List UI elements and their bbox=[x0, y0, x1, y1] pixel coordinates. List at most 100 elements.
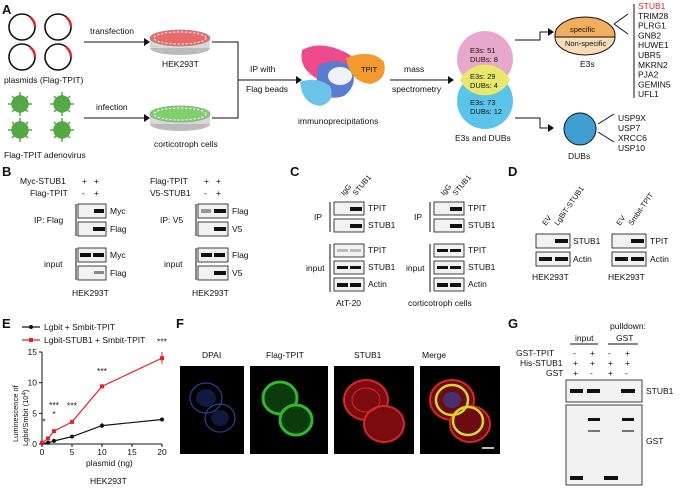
cell-label: HEK293T bbox=[608, 272, 645, 282]
band-label: Flag bbox=[232, 206, 249, 216]
band-label: TPIT bbox=[468, 245, 486, 255]
dub-item: USP7 bbox=[618, 123, 640, 133]
blot bbox=[77, 247, 107, 263]
transfection-label: transfection bbox=[90, 26, 134, 36]
e3-item: PJA2 bbox=[638, 70, 659, 80]
band-label: Actin bbox=[468, 279, 487, 289]
sig-mark: * bbox=[52, 409, 56, 419]
band-label: Myc bbox=[110, 206, 126, 216]
b-right-row1: Flag-TPIT bbox=[150, 176, 188, 186]
y-tick-label: 5 bbox=[32, 408, 37, 418]
f-title-dapi: DPAI bbox=[202, 350, 221, 360]
data-point bbox=[52, 438, 56, 443]
band-label: V5 bbox=[232, 224, 243, 234]
sign: + bbox=[625, 348, 630, 358]
panel-f-label: F bbox=[176, 316, 184, 331]
cortico-dish-icon bbox=[149, 105, 211, 131]
f-title-stub1: STUB1 bbox=[354, 350, 382, 360]
sig-mark: *** bbox=[157, 337, 168, 347]
venn-mid-e3: E3s: 29 bbox=[470, 72, 495, 81]
pulldown-label: pulldown: bbox=[610, 321, 646, 331]
blot bbox=[333, 201, 365, 216]
sign: - bbox=[608, 348, 611, 358]
ylabel-1: Luminescence of bbox=[11, 384, 20, 442]
hek-dish-icon bbox=[149, 29, 211, 55]
e3-item: GNB2 bbox=[638, 30, 661, 40]
hek-label: HEK293T bbox=[162, 59, 199, 69]
venn-diagram bbox=[457, 31, 513, 129]
ip-product-label: immunoprecipitations bbox=[298, 116, 378, 126]
e3-specific: specific bbox=[570, 25, 595, 34]
band-label: Myc bbox=[110, 250, 126, 260]
blot bbox=[197, 221, 229, 237]
legend-1: Lgbit + Smbit-TPIT bbox=[44, 322, 115, 332]
venn-top-dub: DUBs: 8 bbox=[470, 55, 498, 64]
e3-item: GEMIN5 bbox=[638, 79, 671, 89]
band-label: STUB1 bbox=[573, 236, 601, 246]
band-label: V5 bbox=[232, 268, 243, 278]
dubs-label: DUBs bbox=[568, 151, 590, 161]
legend-2: Lgbit-STUB1 + Smbit-TPIT bbox=[44, 335, 145, 345]
blot bbox=[77, 221, 107, 237]
c-right-input: input bbox=[406, 263, 425, 273]
blot bbox=[535, 233, 571, 249]
blot bbox=[333, 243, 365, 258]
d-right-construct: Smbit-TPIT bbox=[626, 191, 655, 228]
band-label: TPIT bbox=[368, 245, 386, 255]
sign: + bbox=[573, 358, 578, 368]
g-row-gst-tpit: GST-TPIT bbox=[516, 348, 554, 358]
data-point bbox=[46, 436, 50, 441]
c-right-ip: IP bbox=[414, 212, 422, 222]
b-right-input: input bbox=[164, 259, 183, 269]
sign: + bbox=[608, 358, 613, 368]
blot bbox=[333, 218, 365, 233]
blot bbox=[433, 277, 465, 292]
sign: + bbox=[590, 348, 595, 358]
sign: - bbox=[573, 348, 576, 358]
panel-a: A plasmids (Flag-TPIT) transfection HEK2… bbox=[2, 1, 671, 161]
panel-b-label: B bbox=[2, 164, 11, 179]
band-label: TPIT bbox=[368, 203, 386, 213]
sig-mark: * bbox=[42, 416, 46, 426]
band-label: STUB1 bbox=[646, 386, 674, 396]
e-cell-label: HEK293T bbox=[90, 476, 127, 486]
ip-label-1: IP with bbox=[250, 64, 276, 74]
blot bbox=[433, 201, 465, 216]
panel-d-label: D bbox=[508, 164, 517, 179]
blot-gst bbox=[565, 404, 643, 486]
sign: - bbox=[204, 188, 207, 198]
x-tick-label: 10 bbox=[97, 447, 107, 457]
band-label: STUB1 bbox=[368, 262, 396, 272]
venn-bot-e3: E3s: 73 bbox=[470, 98, 495, 107]
e3-item: PLRG1 bbox=[638, 21, 666, 31]
b-right-row2: V5-STUB1 bbox=[150, 188, 191, 198]
dub-item: USP9X bbox=[618, 113, 646, 123]
y-tick-label: 10 bbox=[28, 378, 38, 388]
f-title-flag: Flag-TPIT bbox=[266, 350, 304, 360]
blot bbox=[77, 265, 107, 281]
panel-c-label: C bbox=[290, 164, 300, 179]
e3-item: TRIM28 bbox=[638, 11, 669, 21]
cell-label: HEK293T bbox=[192, 288, 229, 298]
sign: + bbox=[608, 368, 613, 378]
venn-top-e3: E3s: 51 bbox=[470, 46, 495, 55]
panel-b: B Myc-STUB1 Flag-TPIT + + - + IP: Flag M… bbox=[2, 164, 249, 298]
blot bbox=[333, 277, 365, 292]
virus-icon bbox=[8, 92, 74, 142]
b-left-row2: Flag-TPIT bbox=[30, 188, 68, 198]
x-tick-label: 0 bbox=[40, 447, 45, 457]
panel-e-label: E bbox=[2, 316, 11, 331]
blot bbox=[611, 251, 647, 267]
e3-item: HUWE1 bbox=[638, 40, 669, 50]
panel-c: C IgG STUB1 IP TPIT STUB1 input TPIT STU… bbox=[290, 164, 496, 308]
g-row-gst: GST bbox=[546, 368, 563, 378]
e3-nonspecific: Non-specific bbox=[565, 39, 607, 48]
mass-label-1: mass bbox=[404, 64, 424, 74]
series-line-1 bbox=[41, 418, 163, 444]
sign: + bbox=[94, 188, 99, 198]
g-row-his-stub1: His-STUB1 bbox=[520, 358, 563, 368]
cell-label: corticotroph cells bbox=[408, 298, 472, 308]
